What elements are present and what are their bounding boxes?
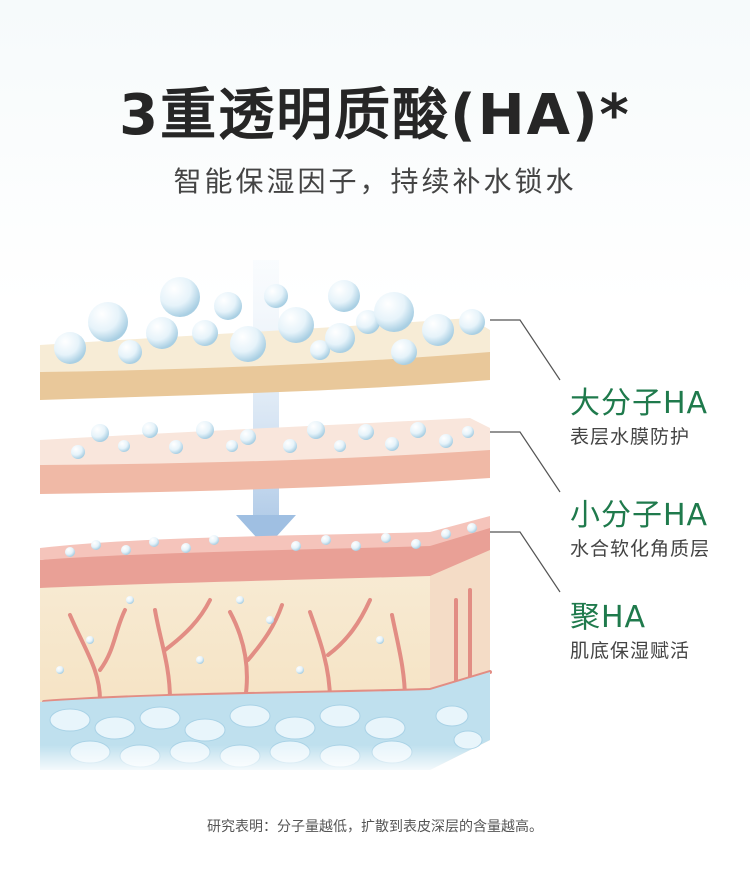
poly-ha-bubbles — [56, 523, 477, 674]
research-footnote: 研究表明：分子量越低，扩散到表皮深层的含量越高。 — [207, 819, 543, 835]
small-ha-bubbles — [71, 421, 474, 459]
layer-small-ha — [40, 418, 490, 494]
down-arrow-icon — [236, 260, 296, 548]
page-title: 3重透明质酸(HA)* — [119, 83, 631, 148]
layer-desc-large-ha: 表层水膜防护 — [570, 426, 691, 448]
layer-label-large-ha: 大分子HA — [570, 386, 709, 421]
skin-cross-section — [40, 516, 492, 775]
large-ha-bubbles — [54, 277, 485, 365]
layer-desc-small-ha: 水合软化角质层 — [570, 538, 711, 560]
layer-label-poly-ha: 聚HA — [570, 600, 647, 635]
layer-label-small-ha: 小分子HA — [570, 498, 709, 533]
page-subtitle: 智能保湿因子，持续补水锁水 — [173, 165, 577, 198]
layer-desc-poly-ha: 肌底保湿赋活 — [570, 640, 691, 662]
leader-lines — [490, 319, 561, 593]
